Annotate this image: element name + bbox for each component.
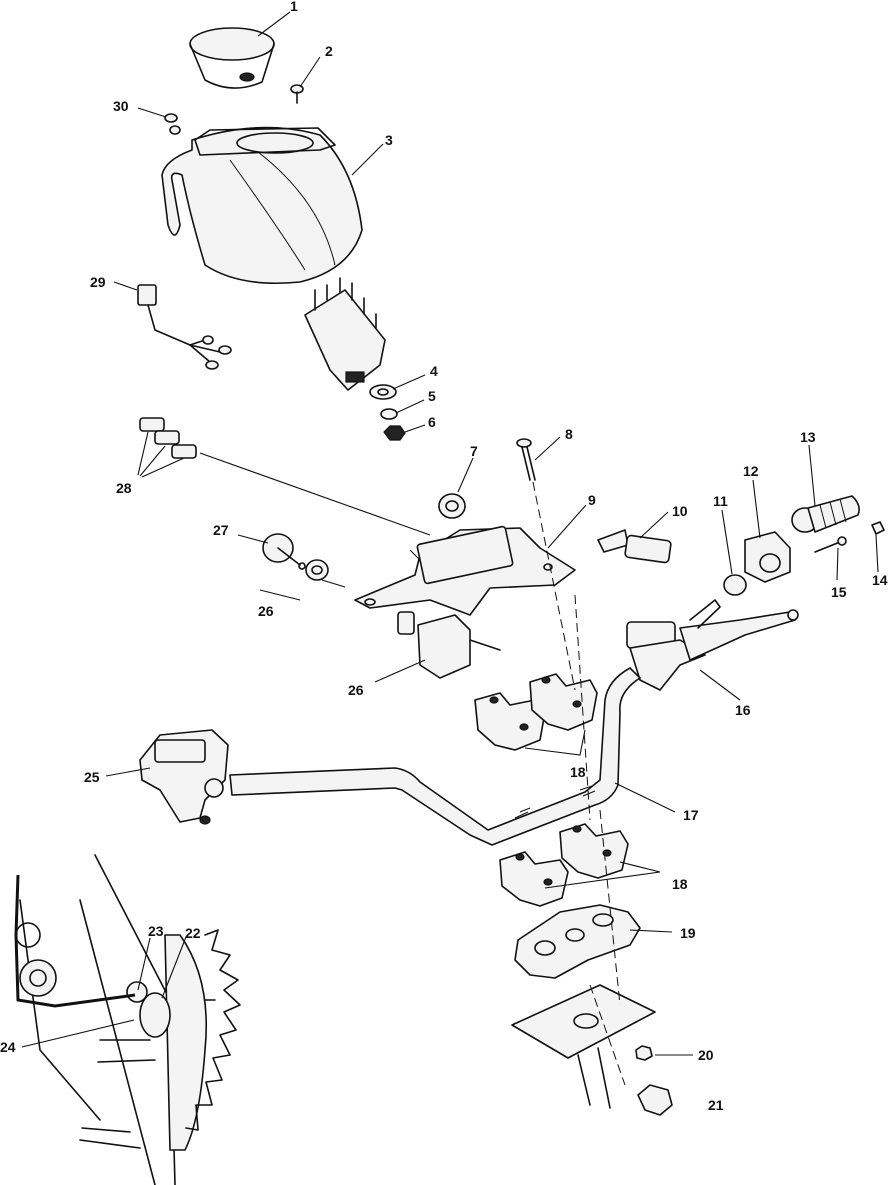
part-10-key bbox=[597, 529, 672, 564]
part-2-screw bbox=[290, 84, 304, 104]
callout-25: 25 bbox=[84, 769, 100, 785]
part-15-screw bbox=[814, 536, 847, 553]
callout-21: 21 bbox=[708, 1097, 724, 1113]
callout-19: 19 bbox=[680, 925, 696, 941]
part-9-bracket bbox=[354, 525, 576, 616]
part-13-grip bbox=[791, 495, 860, 533]
alignment-lines bbox=[532, 481, 626, 1086]
part-21-clamp bbox=[637, 1084, 673, 1116]
callout-12: 12 bbox=[743, 463, 759, 479]
part-26-ignition-switch bbox=[397, 611, 501, 679]
part-17-handlebar bbox=[229, 667, 641, 846]
callout-26a: 26 bbox=[258, 603, 274, 619]
callout-30: 30 bbox=[113, 98, 129, 114]
callout-29: 29 bbox=[90, 274, 106, 290]
callout-7: 7 bbox=[470, 443, 478, 459]
part-steering-plate bbox=[511, 984, 656, 1109]
callout-2: 2 bbox=[325, 43, 333, 59]
part-5-lockwasher bbox=[380, 408, 398, 420]
part-6-nut bbox=[383, 425, 406, 441]
callout-11: 11 bbox=[713, 493, 728, 509]
callout-10: 10 bbox=[672, 503, 688, 519]
part-14-cap bbox=[871, 521, 885, 535]
part-8-bolt bbox=[516, 438, 536, 481]
callout-13: 13 bbox=[800, 429, 816, 445]
callout-4: 4 bbox=[430, 363, 438, 379]
part-25-left-switch bbox=[139, 729, 229, 825]
callout-23: 23 bbox=[148, 923, 164, 939]
callout-16: 16 bbox=[735, 702, 751, 718]
callout-9: 9 bbox=[588, 492, 596, 508]
callout-27: 27 bbox=[213, 522, 229, 538]
part-20-nut bbox=[635, 1045, 653, 1061]
part-22-24-wheel-sensor-area bbox=[14, 854, 241, 1185]
callout-18b: 18 bbox=[672, 876, 688, 892]
part-7-nut bbox=[438, 493, 466, 519]
part-4-washer bbox=[369, 384, 397, 400]
callout-15: 15 bbox=[831, 584, 847, 600]
callout-8: 8 bbox=[565, 426, 573, 442]
callout-5: 5 bbox=[428, 388, 436, 404]
callout-14: 14 bbox=[872, 572, 888, 588]
callout-26b: 26 bbox=[348, 682, 364, 698]
callout-numbers: 1 2 30 3 29 4 5 6 7 8 9 10 11 12 13 14 1… bbox=[0, 0, 888, 1113]
callout-22: 22 bbox=[185, 925, 201, 941]
callout-17: 17 bbox=[683, 807, 699, 823]
part-16-brake-lever bbox=[626, 599, 799, 691]
callout-18a: 18 bbox=[570, 764, 586, 780]
part-11-collar bbox=[723, 574, 747, 596]
callout-28: 28 bbox=[116, 480, 132, 496]
part-30-clips bbox=[164, 113, 181, 135]
part-bulb-socket bbox=[304, 277, 386, 391]
part-19-riser-block bbox=[514, 904, 641, 979]
part-27-switch bbox=[262, 533, 306, 570]
part-18-lower-clamps bbox=[499, 823, 629, 907]
part-12-throttle-housing bbox=[744, 531, 791, 583]
part-29-wire-harness bbox=[137, 284, 232, 370]
part-18-upper-clamps bbox=[474, 673, 598, 751]
leader-lines bbox=[21, 11, 879, 1056]
callout-24: 24 bbox=[0, 1039, 16, 1055]
callout-6: 6 bbox=[428, 414, 436, 430]
callout-1: 1 bbox=[290, 0, 298, 14]
callout-20: 20 bbox=[698, 1047, 714, 1063]
part-26-switch-nut bbox=[305, 559, 329, 581]
part-3-headlight-pod bbox=[161, 126, 363, 285]
part-1-speedometer bbox=[189, 27, 275, 89]
callout-3: 3 bbox=[385, 132, 393, 148]
part-28-switch-caps bbox=[139, 417, 197, 459]
